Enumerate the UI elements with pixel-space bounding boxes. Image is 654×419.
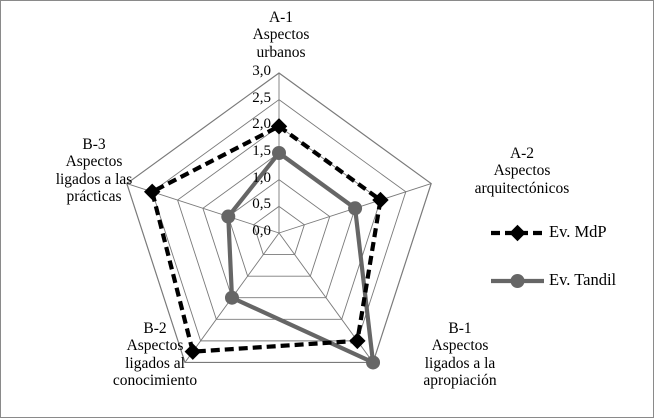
legend-marks bbox=[491, 224, 544, 288]
grid-ring-2_5 bbox=[151, 99, 407, 342]
marker-diamond-1 bbox=[372, 191, 389, 209]
legend-marker-tandil bbox=[510, 274, 525, 288]
radial-tick-1: 0,5 bbox=[252, 196, 271, 213]
marker-circle-3 bbox=[224, 290, 239, 305]
radial-tick-2: 1,0 bbox=[252, 169, 271, 186]
marker-circle-4 bbox=[221, 209, 236, 224]
marker-diamond-3 bbox=[184, 343, 201, 360]
axis-label-b2: B-2 Aspectos ligados al conocimiento bbox=[112, 320, 198, 390]
marker-diamond-2 bbox=[349, 332, 366, 350]
axis-label-b1: B-1 Aspectos ligados a la apropiación bbox=[423, 320, 497, 390]
legend-item-mdp: Ev. MdP bbox=[549, 222, 607, 241]
marker-circle-1 bbox=[348, 201, 363, 216]
grid-ring-3 bbox=[126, 72, 432, 364]
marker-diamond-0 bbox=[270, 118, 288, 135]
marker-diamond-4 bbox=[143, 183, 161, 201]
radial-tick-3: 1,5 bbox=[252, 143, 271, 159]
grid-ring-0_5 bbox=[253, 205, 305, 256]
marker-circle-0 bbox=[272, 146, 286, 160]
radial-tick-5: 2,5 bbox=[252, 89, 271, 106]
radial-tick-6: 3,0 bbox=[252, 63, 271, 79]
series-line-ev-mdp bbox=[149, 123, 383, 354]
legend-item-tandil: Ev. Tandil bbox=[549, 270, 617, 289]
grid-ring-1 bbox=[227, 179, 331, 277]
axis-label-a2: A-2 Aspectos arquitectónicos bbox=[474, 145, 570, 197]
series-tandil bbox=[221, 146, 381, 370]
marker-circle-2 bbox=[366, 355, 381, 370]
axis-label-a1: A-1 Aspectos urbanos bbox=[252, 9, 310, 61]
series-line-ev-tandil bbox=[226, 150, 376, 366]
series-mdp bbox=[143, 118, 389, 360]
legend-marker-mdp bbox=[509, 224, 526, 242]
axis-label-b3: B-3 Aspectos ligados a las prácticas bbox=[55, 136, 133, 206]
radial-tick-0: 0,0 bbox=[252, 223, 271, 239]
radial-tick-4: 2,0 bbox=[252, 116, 271, 133]
